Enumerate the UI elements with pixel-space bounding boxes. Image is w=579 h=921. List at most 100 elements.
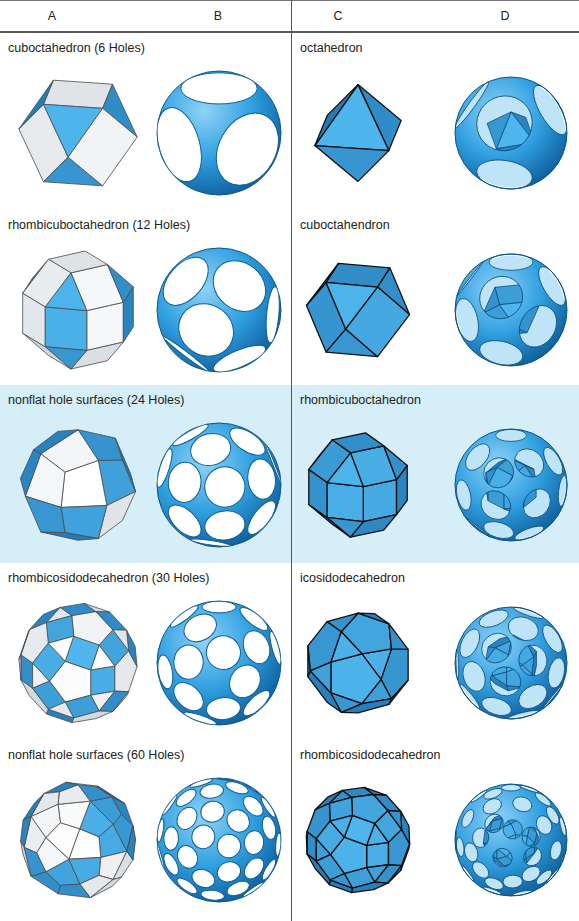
hole-rim <box>459 808 476 830</box>
row-label: octahedron <box>300 41 363 56</box>
hole-rim <box>481 810 507 836</box>
hole-rim <box>480 796 504 818</box>
row-label: rhombicuboctahedron <box>300 393 421 408</box>
hole-rim <box>476 627 518 669</box>
hole-rim <box>483 875 505 892</box>
faceted-polyhedron <box>19 80 137 186</box>
nested-sphere-model <box>455 784 568 897</box>
row-label: rhombicosidodecahedron <box>300 748 440 763</box>
hole-rim <box>453 80 491 129</box>
polyhedron-face <box>48 636 73 661</box>
sphere-hole <box>181 73 257 104</box>
hole-rim <box>503 875 523 889</box>
polyhedron-face <box>84 603 109 612</box>
sphere-hole <box>156 654 175 690</box>
polyhedron-face <box>388 811 402 830</box>
polyhedron-face <box>96 612 127 631</box>
holed-shell <box>455 429 567 541</box>
hole-rim <box>475 156 535 192</box>
holed-sphere-model <box>154 422 282 548</box>
hole-rim <box>514 680 551 714</box>
polyhedron-face <box>327 517 363 537</box>
sphere-hole <box>225 423 269 461</box>
sphere-holes <box>149 73 291 197</box>
faceted-polyhedron <box>23 251 134 369</box>
sphere-hole <box>260 815 278 841</box>
sphere-hole <box>264 286 281 343</box>
sphere-hole <box>149 102 209 187</box>
sphere-hole <box>168 677 208 716</box>
sphere-hole <box>156 844 164 867</box>
sphere-hole <box>203 508 247 542</box>
sphere-hole <box>162 795 178 816</box>
polyhedron-face <box>401 811 410 843</box>
column-header: C <box>333 9 342 24</box>
hole-rim <box>557 475 568 507</box>
hole-rim <box>533 263 570 309</box>
hole-rim <box>544 805 562 826</box>
hole-rim <box>459 658 489 694</box>
row-label: cuboctahendron <box>300 218 390 233</box>
hole-rim <box>533 813 554 837</box>
hole-rim <box>521 826 542 848</box>
polyhedron-face <box>23 794 44 821</box>
sphere-hole <box>171 422 210 449</box>
polyhedron-face <box>112 797 133 826</box>
hole-rim <box>461 439 495 474</box>
polyhedron-face <box>58 801 90 829</box>
nested-sphere-model <box>452 254 571 369</box>
sphere-hole <box>242 782 263 796</box>
sphere-hole <box>175 875 200 896</box>
polyhedron-face <box>358 613 389 624</box>
sphere-hole <box>200 889 225 901</box>
shell-outline <box>455 607 567 719</box>
hole-rim <box>458 683 481 710</box>
row-label: nonflat hole surfaces (24 Holes) <box>8 393 184 408</box>
sphere-hole <box>168 603 200 630</box>
polyhedron-face <box>327 483 363 522</box>
sphere-hole <box>200 462 251 513</box>
hole-rim <box>470 789 488 803</box>
faceted-polyhedron <box>20 430 135 541</box>
polyhedron-face <box>367 842 389 867</box>
header-rule <box>0 31 579 33</box>
row-label: rhombicosidodecahedron (30 Holes) <box>8 571 210 586</box>
hole-rim <box>479 694 513 719</box>
hole-rim <box>472 827 490 848</box>
hole-rim <box>455 831 456 850</box>
polyhedron-face <box>388 866 402 883</box>
sphere-hole <box>237 604 271 634</box>
sphere-hole <box>202 601 236 613</box>
polyhedron-face <box>374 794 401 811</box>
sphere-hole <box>210 340 268 377</box>
polyhedron-face <box>43 80 112 108</box>
polyhedron-face <box>310 662 331 693</box>
sphere-hole <box>205 696 241 721</box>
sphere-holes <box>156 601 283 727</box>
holed-shell <box>455 784 567 896</box>
hole-rim <box>540 444 567 478</box>
hole-rim <box>513 523 545 543</box>
hole-rim <box>456 261 484 297</box>
hole-rim <box>465 517 490 537</box>
polyhedron-face <box>45 307 87 351</box>
polyhedron-face <box>127 826 135 860</box>
polyhedron-face <box>41 532 99 540</box>
hole-rim <box>539 622 567 656</box>
polyhedron-face <box>48 702 73 718</box>
sphere-hole <box>173 786 199 809</box>
polyhedron-face <box>58 884 90 898</box>
hole-rim <box>512 299 564 354</box>
hole-rim <box>456 649 459 680</box>
edged-polyhedron <box>315 85 401 182</box>
sphere-hole <box>222 805 254 837</box>
sphere-hole <box>215 859 243 885</box>
hole-rim <box>542 685 563 710</box>
sphere-holes <box>156 777 282 901</box>
edged-polyhedron <box>306 787 409 892</box>
polyhedron-face <box>389 624 408 650</box>
column-header: D <box>500 9 509 24</box>
holed-sphere-model <box>154 248 281 377</box>
row-label: nonflat hole surfaces (60 Holes) <box>8 748 184 763</box>
